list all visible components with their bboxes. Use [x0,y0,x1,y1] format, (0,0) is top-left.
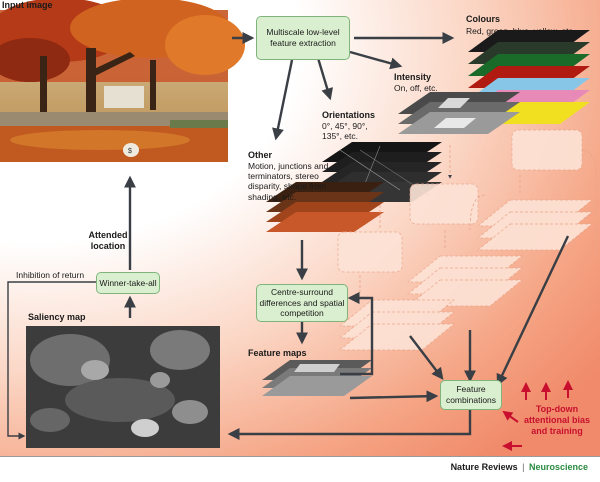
faded-map-placeholders [337,129,593,351]
other-title: Other [248,150,273,160]
feature-combinations-text: Feature combinations [445,384,497,405]
colours-title: Colours [466,14,501,24]
arrow-faded-to-combinations [409,335,444,380]
intensity-title: Intensity [394,72,432,82]
journal-separator: | [522,462,525,472]
saliency-map-label: Saliency map [28,312,86,322]
arrow-colours-to-combinations [496,235,570,387]
flow-arrows [124,32,570,440]
svg-text:$: $ [128,148,132,155]
intensity-description: On, off, etc. [394,83,438,93]
feature-maps-label: Feature maps [248,348,307,358]
other-map-stack [266,182,384,232]
arrow-feature-maps-to-combinations [349,390,439,403]
multiscale-extraction-box: Multiscale low-level feature extraction [256,16,350,60]
winner-take-all-box: Winner-take-all [96,272,160,294]
journal-section: Neuroscience [528,462,588,472]
centre-surround-box: Centre-surround differences and spatial … [256,284,348,322]
multiscale-extraction-text: Multiscale low-level feature extraction [266,27,340,48]
arrow-inhibition-of-return [7,281,96,440]
journal-credit: Nature Reviews | Neuroscience [451,462,588,472]
journal-name: Nature Reviews [450,462,518,472]
centre-surround-text: Centre-surround differences and spatial … [259,287,345,319]
top-down-arrows [502,380,573,451]
arrow-to-intensity [349,50,403,70]
top-down-label: Top-down attentional bias and training [523,404,590,436]
footer-rule [0,456,600,457]
input-image-photo: $ [0,0,245,162]
feature-combinations-box: Feature combinations [440,380,502,410]
arrow-feature-maps-loop [340,292,374,376]
winner-take-all-text: Winner-take-all [99,277,157,288]
other-description: Motion, junctions and terminators, stere… [248,161,329,202]
orientations-title: Orientations [322,110,376,120]
arrow-combinations-to-saliency [227,410,472,440]
input-image-label: Input image [2,0,53,10]
intensity-map-stack [398,92,520,134]
inhibition-of-return-label: Inhibition of return [16,270,85,280]
orientations-description: 0°, 45°, 90°, 135°, etc. [322,121,368,142]
arrow-to-orientations [316,57,333,101]
saliency-map-image [26,326,220,448]
attended-location-label: Attended location [88,230,128,251]
arrow-to-other [272,59,294,141]
colours-description: Red, green, blue, yellow, etc. [466,26,576,36]
faded-connectors [359,145,598,295]
